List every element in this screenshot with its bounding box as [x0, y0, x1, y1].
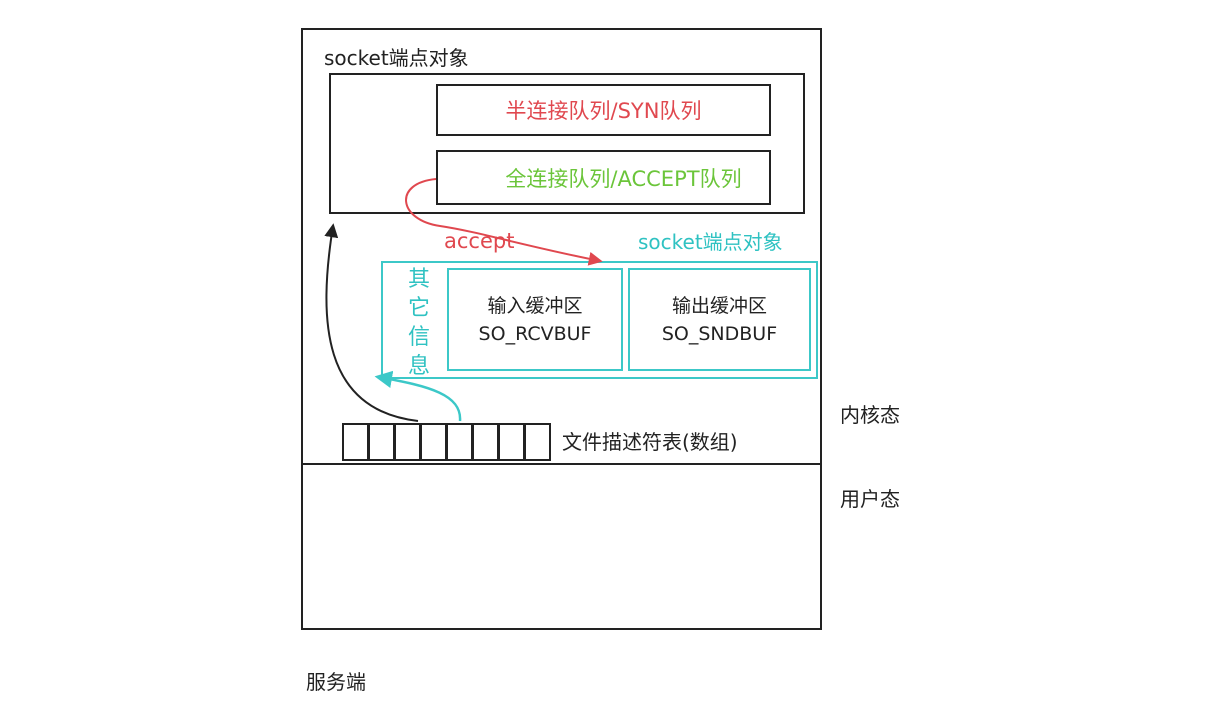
- input-buffer: 输入缓冲区 SO_RCVBUF: [447, 268, 623, 371]
- fd-table: [342, 423, 551, 461]
- fd-table-cell: [394, 423, 421, 461]
- kernel-user-divider: [301, 463, 822, 465]
- output-buffer: 输出缓冲区 SO_SNDBUF: [628, 268, 811, 371]
- fd-to-listening-socket-arrow: [324, 223, 419, 422]
- fd-table-cell: [498, 423, 525, 461]
- fd-table-label: 文件描述符表(数组): [562, 430, 738, 454]
- output-buffer-name: 输出缓冲区: [671, 294, 767, 317]
- server-frame: [301, 28, 822, 630]
- listening-socket-label: socket端点对象: [324, 46, 469, 70]
- server-label: 服务端: [306, 670, 366, 694]
- accept-queue-label: 全连接队列/ACCEPT队列: [505, 166, 742, 191]
- accept-call-label: accept: [444, 229, 515, 253]
- input-buffer-name: 输入缓冲区: [487, 294, 583, 317]
- input-buffer-const: SO_RCVBUF: [478, 322, 592, 345]
- listening-socket-box: [329, 73, 805, 214]
- accept-queue: 全连接队列/ACCEPT队列: [436, 150, 771, 205]
- syn-queue: 半连接队列/SYN队列: [436, 84, 771, 136]
- kernel-mode-label: 内核态: [840, 403, 900, 427]
- other-info-label: 其它信息: [407, 267, 430, 379]
- accept-arrow: [405, 178, 603, 266]
- fd-table-cell: [368, 423, 395, 461]
- output-buffer-const: SO_SNDBUF: [661, 322, 778, 345]
- fd-table-cell: [524, 423, 551, 461]
- connected-socket-label: socket端点对象: [638, 230, 783, 254]
- syn-queue-label: 半连接队列/SYN队列: [505, 99, 702, 123]
- fd-to-connected-socket-arrow: [374, 370, 462, 422]
- fd-table-cell: [446, 423, 473, 461]
- user-mode-label: 用户态: [840, 487, 900, 511]
